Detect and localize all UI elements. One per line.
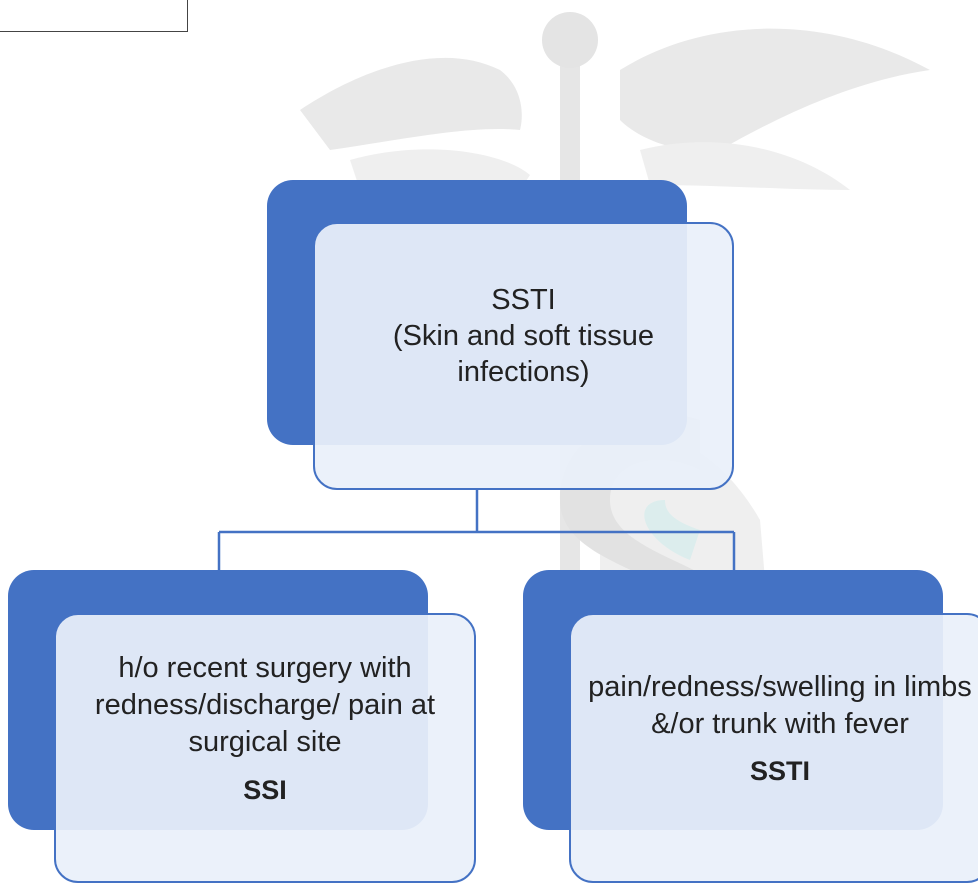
left-node: h/o recent surgery with redness/discharg…	[54, 613, 476, 883]
left-node-tag: SSI	[243, 774, 287, 805]
header-box	[0, 0, 188, 32]
root-node: SSTI (Skin and soft tissue infections)	[313, 222, 734, 490]
root-title: SSTI	[491, 283, 556, 316]
left-node-description: h/o recent surgery with redness/discharg…	[94, 652, 436, 758]
right-node-tag: SSTI	[749, 756, 810, 787]
right-node: pain/redness/swelling in limbs &/or trun…	[569, 613, 978, 883]
right-node-description: pain/redness/swelling in limbs &/or trun…	[588, 670, 972, 740]
root-subtitle: (Skin and soft tissue infections)	[392, 319, 655, 389]
